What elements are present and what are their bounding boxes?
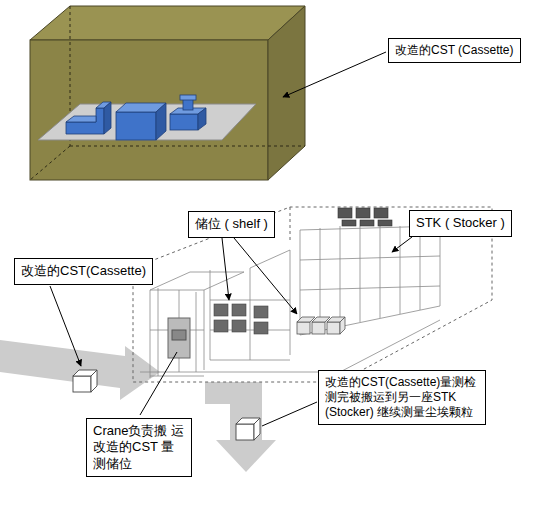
stocker-rack — [340, 226, 341, 325]
cassette-cube — [340, 317, 345, 334]
stocker-rack — [150, 290, 204, 291]
stocker-rack — [320, 228, 321, 330]
cassette-cube — [73, 376, 91, 392]
sensor-device — [66, 116, 96, 122]
cassette-cube — [297, 317, 345, 334]
cassette-cube — [312, 322, 325, 334]
stocker-rack — [300, 286, 440, 290]
fan-unit — [338, 208, 352, 218]
shelf-slot — [232, 320, 246, 332]
cassette-cube — [297, 322, 310, 334]
callout-text: 改造的CST (Cassette) — [395, 43, 514, 58]
fan-unit — [360, 220, 374, 226]
cassette-cube — [327, 322, 340, 334]
fan-unit — [378, 220, 392, 226]
stocker-rack — [210, 300, 290, 301]
sensor-plate — [38, 104, 256, 140]
fan-unit — [342, 220, 356, 226]
callout-box: 改造的CST(Cassette) — [14, 258, 153, 285]
callout-text: 储位 ( shelf ) — [195, 216, 268, 232]
callout-box: 改造的CST(Cassette)量测检 测完被搬运到另一座STK (Stocke… — [318, 370, 486, 425]
stocker-rack — [158, 288, 159, 376]
shelf-slot — [214, 304, 228, 316]
cassette-box — [30, 6, 305, 180]
crane — [172, 330, 186, 340]
leader-line — [283, 52, 386, 97]
stocker-rack — [400, 226, 401, 314]
crane — [168, 318, 190, 358]
leader-line — [262, 402, 317, 426]
hidden-edge — [70, 146, 305, 147]
callout-text: 改造的CST(Cassette) — [21, 263, 146, 279]
callout-box: 改造的CST (Cassette) — [388, 38, 521, 63]
stocker-rack — [360, 226, 361, 322]
cassette-cube — [236, 424, 254, 440]
stocker-rack — [140, 372, 250, 373]
leader-line — [283, 52, 386, 97]
sensor-device — [183, 99, 193, 110]
callout-box: Crane负责搬 运改造的CST 量测储位 — [86, 418, 192, 477]
stocker-rack — [340, 320, 440, 372]
cassette-box — [268, 6, 305, 180]
stocker-rack — [150, 376, 204, 377]
hidden-edge — [30, 146, 70, 180]
sensor-device — [66, 108, 104, 134]
stocker-rack — [196, 292, 197, 372]
stocker-rack — [300, 256, 440, 260]
leader-line — [50, 286, 81, 366]
stocker-rack — [150, 272, 190, 290]
stocker-rack — [190, 272, 244, 273]
sensor-device — [170, 114, 198, 130]
stocker-rack — [140, 226, 440, 378]
shelf-slot — [232, 304, 246, 316]
leader-line — [222, 238, 229, 300]
shelf-slot — [254, 322, 268, 334]
callout-box: STK ( Stocker ) — [409, 210, 512, 237]
stocker-rack — [210, 270, 211, 360]
stocker-rack — [290, 250, 291, 355]
callout-text: STK ( Stocker ) — [416, 215, 505, 231]
fan-unit — [338, 208, 392, 226]
stocker-rack — [250, 268, 251, 360]
sensor-device — [104, 102, 111, 134]
shelf-slot — [214, 320, 228, 332]
cassette-cube — [91, 370, 97, 392]
stocker-outline — [290, 207, 291, 240]
cassette-box — [30, 6, 305, 40]
sensor-device — [116, 112, 156, 140]
leader-line — [392, 237, 412, 252]
sensor-device — [198, 108, 206, 130]
hidden-edge — [30, 6, 305, 180]
sensor-device — [66, 95, 206, 140]
callout-box: 储位 ( shelf ) — [188, 211, 275, 238]
sensor-plate — [38, 104, 256, 140]
leader-line — [234, 238, 297, 314]
cassette-cube — [254, 418, 260, 440]
shelf-slot — [214, 304, 268, 334]
stocker-rack — [380, 226, 381, 318]
callout-text: 改造的CST(Cassette)量测检 测完被搬运到另一座STK (Stocke… — [325, 375, 479, 420]
sensor-device — [156, 103, 166, 140]
shelf-slot — [254, 306, 268, 318]
fan-unit — [374, 208, 388, 218]
cassette-box — [30, 40, 268, 180]
fan-unit — [356, 208, 370, 218]
leader-line — [140, 352, 177, 415]
flow-band — [0, 340, 160, 400]
flow-band — [205, 382, 276, 472]
crane — [168, 318, 190, 358]
stocker-rack — [150, 290, 151, 378]
stocker-rack — [440, 226, 441, 306]
sensor-device — [180, 95, 196, 100]
stocker-rack — [420, 226, 421, 310]
callout-text: Crane负责搬 运改造的CST 量测储位 — [93, 423, 185, 472]
stocker-rack — [210, 360, 290, 361]
